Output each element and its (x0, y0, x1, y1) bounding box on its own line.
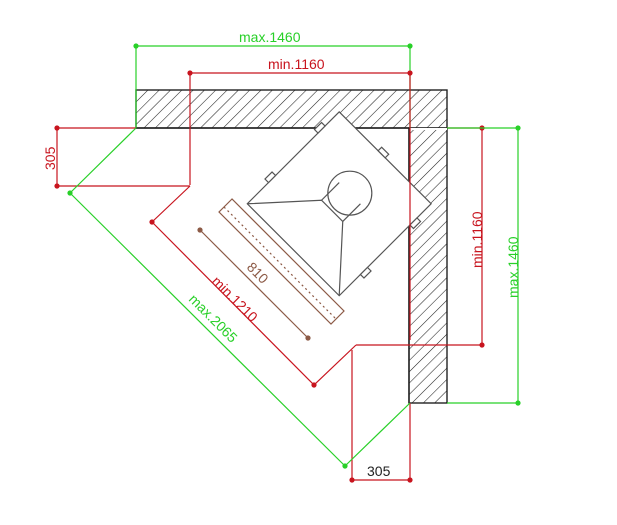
dim-left-305 (54, 125, 190, 189)
walls (135, 89, 448, 404)
label-right-max: max.1460 (505, 236, 521, 298)
label-left-305: 305 (42, 146, 58, 170)
label-diag-810: 810 (244, 259, 272, 287)
top-wall (135, 89, 448, 129)
dim-right-max (447, 125, 521, 406)
right-wall (408, 127, 448, 404)
label-top-max: max.1460 (239, 29, 301, 45)
hood-front-panel (218, 198, 345, 325)
label-right-min: min.1160 (469, 211, 485, 268)
dim-diag-min (149, 185, 357, 388)
dim-diag-max (67, 127, 411, 469)
dim-bottom-305 (349, 350, 413, 483)
corner-hood (246, 111, 432, 297)
dim-top-min (187, 70, 413, 340)
label-top-min: min.1160 (268, 56, 325, 72)
dim-diag-810 (197, 227, 311, 341)
label-bottom-305: 305 (367, 463, 391, 479)
